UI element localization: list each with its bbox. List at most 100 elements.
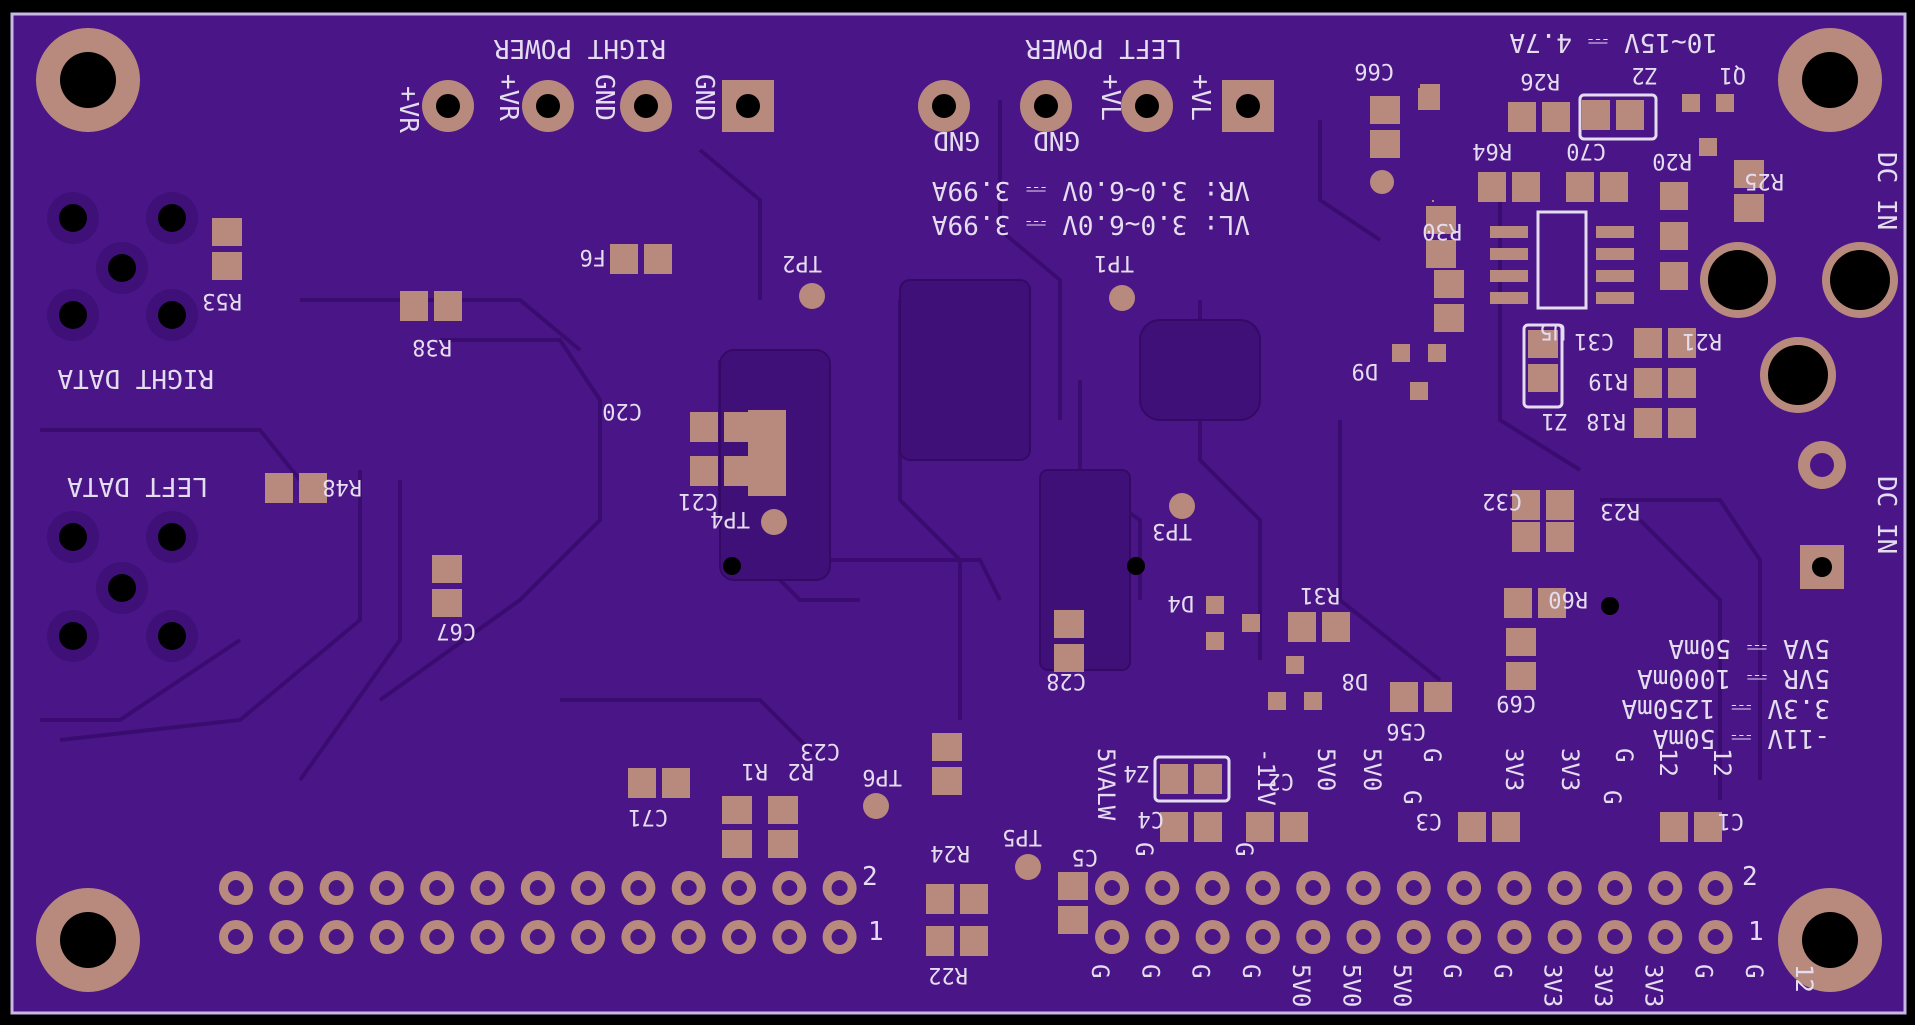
header-pin-hole: [1405, 880, 1422, 896]
header-pin-hole: [1506, 880, 1523, 896]
header-pin-hole: [630, 880, 647, 896]
header-bottom-label: 3V3: [1639, 964, 1667, 1007]
header-pin-hole: [378, 929, 395, 945]
header-pin-hole: [1154, 929, 1171, 945]
ref-c4: C4: [1138, 806, 1165, 831]
header-pin-hole: [1707, 880, 1724, 896]
header-pin-hole: [228, 880, 244, 896]
header-top-label: -11V: [1252, 748, 1280, 806]
header-pin-hole: [1104, 880, 1120, 896]
ref-r1: R1: [742, 758, 769, 783]
ref-c1: C1: [1718, 808, 1745, 833]
ref-q1: Q1: [1720, 62, 1747, 87]
ref-r18: R18: [1586, 408, 1626, 433]
ref-tp4: TP4: [710, 506, 750, 531]
header-pin-hole: [328, 929, 345, 945]
header-misc-label: G: [1398, 790, 1426, 804]
header-bottom-label: G: [1438, 964, 1466, 978]
right-data-connector: [47, 192, 198, 341]
header-pin-hole: [378, 880, 395, 896]
left-data-connector: [47, 511, 198, 662]
header-bottom-label: 3V3: [1589, 964, 1617, 1007]
label-rail-5vr: 5VR ⎓ 1000mA: [1637, 663, 1830, 693]
label-gnd-2: GND: [689, 74, 719, 121]
header-bottom-label: G: [1237, 964, 1265, 978]
header-misc-label: G: [1598, 790, 1626, 804]
ref-c71: C71: [628, 804, 668, 829]
smd-components: [212, 84, 1764, 956]
ref-d8: D8: [1342, 668, 1369, 693]
ref-tp5: TP5: [1002, 824, 1042, 849]
label-gnd-1: GND: [589, 74, 619, 121]
header-top-label: 12: [1708, 748, 1736, 777]
ref-z2: Z2: [1632, 62, 1659, 87]
header-bottom-label: G: [1488, 964, 1516, 978]
header-pin-hole: [831, 929, 848, 945]
ref-r22: R22: [928, 962, 968, 987]
header-pin-hole: [1254, 929, 1271, 945]
header-pin-hole: [1305, 880, 1322, 896]
label-vl-plus-1: +VL: [1095, 74, 1125, 121]
ref-d4: D4: [1168, 590, 1195, 615]
silkscreen: RIGHT POWER LEFT POWER 10~15V ⎓ 4.7A VR:…: [57, 27, 1901, 947]
ref-tp6: TP6: [862, 764, 902, 789]
ref-r23: R23: [1600, 498, 1640, 523]
header-bottom-label: G: [1690, 964, 1718, 978]
header-top-label: 5V0: [1358, 748, 1386, 791]
ref-tp2: TP2: [782, 250, 822, 275]
header-pin-hole: [1456, 929, 1473, 945]
ref-r26: R26: [1520, 68, 1560, 93]
ref-c31: C31: [1574, 328, 1614, 353]
header-pin-hole: [529, 929, 546, 945]
label-right-data: RIGHT DATA: [57, 363, 214, 393]
header-top-label: 5V0: [1312, 748, 1340, 791]
header-pin-hole: [1556, 880, 1573, 896]
header-pin-hole: [429, 880, 446, 896]
ref-c23: C23: [800, 738, 840, 763]
label-right-power: RIGHT POWER: [493, 33, 666, 63]
header-pin-hole: [429, 929, 446, 945]
header-bottom-label: G: [1136, 964, 1164, 978]
ref-c32: C32: [1482, 488, 1522, 513]
ref-z1: Z1: [1542, 408, 1569, 433]
header-pin-hole: [479, 929, 496, 945]
ref-c56: C56: [1386, 718, 1426, 743]
header-bottom-label: 12: [1790, 964, 1818, 993]
header-pin-hole: [228, 929, 244, 945]
ref-tp1: TP1: [1094, 250, 1134, 275]
ref-z4: Z4: [1124, 760, 1151, 785]
ref-c2: C2: [1268, 768, 1295, 793]
label-rail-5va: 5VA ⎓ 50mA: [1668, 633, 1830, 663]
vias: [723, 557, 1619, 615]
ref-d9: D9: [1352, 358, 1379, 383]
label-vr-plus-2: +VR: [493, 74, 523, 121]
header-pin-hole: [731, 929, 747, 945]
header-pin-hole: [1355, 929, 1372, 945]
header-pin-hole: [1204, 929, 1221, 945]
header-misc-label: G: [1230, 842, 1258, 856]
ref-r53: R53: [202, 288, 242, 313]
ref-f6: F6: [580, 244, 607, 269]
header-misc-label: G: [1130, 842, 1158, 856]
label-dc-in-2: DC IN: [1871, 476, 1901, 554]
header-bottom-label: G: [1086, 964, 1114, 978]
ref-c69: C69: [1496, 690, 1536, 715]
ref-c67: C67: [436, 618, 476, 643]
ref-r19: R19: [1588, 368, 1628, 393]
dc-jack-holes: [1700, 242, 1898, 589]
header-pin-hole: [1305, 929, 1322, 945]
ref-c70: C70: [1566, 138, 1606, 163]
ref-c20: C20: [602, 398, 642, 423]
header-pin-hole: [1657, 880, 1674, 896]
ref-r31: R31: [1300, 582, 1340, 607]
label-pin-1-right: 1: [1748, 917, 1764, 947]
header-bottom-label: G: [1187, 964, 1215, 978]
header-pin-hole: [1506, 929, 1523, 945]
ref-r38: R38: [412, 334, 452, 359]
header-pin-hole: [1707, 929, 1724, 945]
header-pin-hole: [1104, 929, 1120, 945]
header-pin-hole: [680, 880, 697, 896]
header-pin-hole: [1154, 880, 1171, 896]
header-pin-hole: [1607, 880, 1623, 896]
